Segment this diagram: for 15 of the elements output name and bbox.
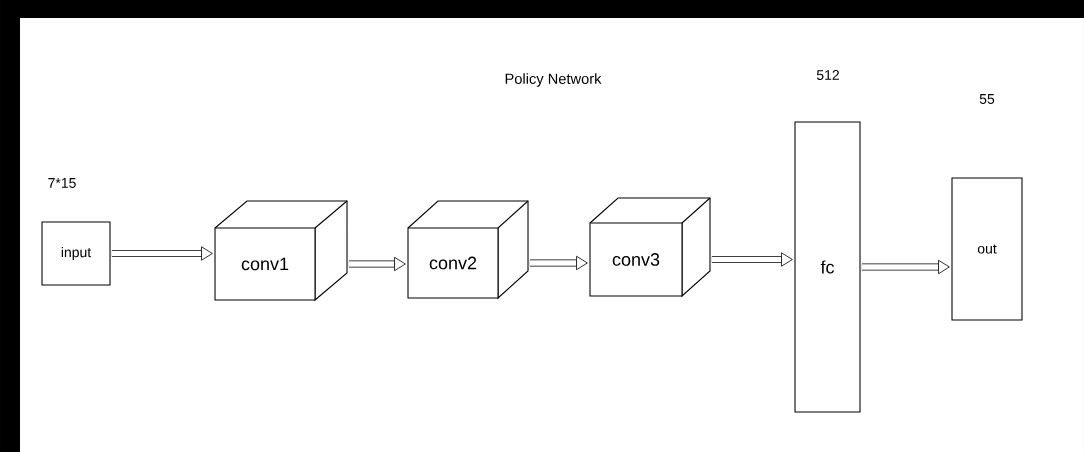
arrow bbox=[529, 255, 588, 271]
cube-box: conv2 bbox=[407, 200, 529, 300]
arrow bbox=[711, 252, 793, 267]
size-label: 512 bbox=[816, 70, 839, 80]
arrow bbox=[111, 246, 213, 261]
cube-box: conv3 bbox=[589, 197, 711, 298]
size-label: 55 bbox=[979, 94, 995, 104]
layer-box: input bbox=[41, 221, 111, 286]
arrow bbox=[861, 259, 950, 275]
arrow bbox=[348, 256, 406, 272]
title: Policy Network bbox=[505, 73, 602, 87]
size-label: 7*15 bbox=[48, 178, 76, 188]
layer-box: out bbox=[951, 177, 1023, 321]
layer-box: fc bbox=[794, 121, 861, 413]
cube-box: conv1 bbox=[214, 200, 348, 302]
